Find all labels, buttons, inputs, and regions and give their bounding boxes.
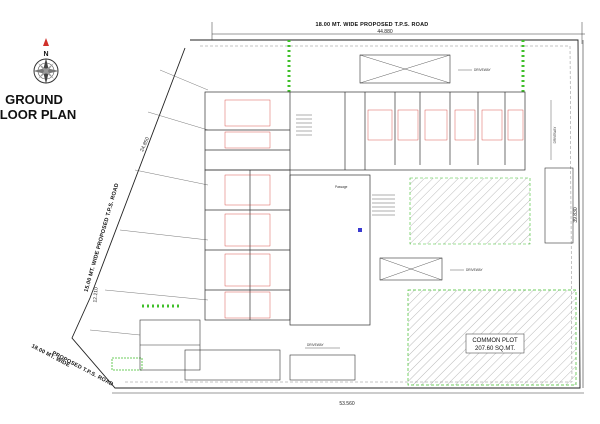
dim-bottom-width: 53.560 xyxy=(339,401,355,407)
driveway-bottom-label: DRIVEWAY xyxy=(307,343,325,347)
driveway-top-label: DRIVEWAY xyxy=(474,68,492,72)
north-arrow-icon xyxy=(33,58,59,84)
driveway-right-label: DRIVEWAY xyxy=(466,268,484,272)
staircase-2 xyxy=(372,194,395,216)
dim-left-lower: 12.210 xyxy=(92,287,99,303)
common-plot-label-1: COMMON PLOT xyxy=(472,338,518,344)
dim-left-diag: 24.850 xyxy=(139,136,151,153)
green-patch-left xyxy=(111,357,143,371)
passage-label: Passage xyxy=(335,185,348,189)
north-label: N xyxy=(43,51,48,58)
plot-boundary xyxy=(71,39,581,389)
plan-title-line2: FLOOR PLAN xyxy=(0,107,76,122)
staircase-1 xyxy=(296,114,312,136)
room-outlines-red xyxy=(224,99,524,319)
common-plot-label-2: 207.60 SQ.MT. xyxy=(475,346,515,352)
driveway-vertical-label: DRIVEWAY xyxy=(553,126,557,144)
building-block xyxy=(204,91,526,326)
parking-area-hatched xyxy=(409,177,531,245)
road-bottom-left-label-2: PROPOSED T.P.S. ROAD xyxy=(51,350,114,387)
north-pointer-icon xyxy=(43,38,49,46)
dim-right-height: 39.830 xyxy=(573,207,579,223)
bottom-structures xyxy=(139,319,356,381)
plan-title-line1: GROUND xyxy=(5,92,63,107)
road-left-label: 15.00 MT. WIDE PROPOSED T.P.S. ROAD xyxy=(84,183,121,293)
dim-top-width: 44.880 xyxy=(377,29,393,35)
road-top-label: 18.00 MT. WIDE PROPOSED T.P.S. ROAD xyxy=(316,22,429,28)
common-plot-label-box xyxy=(465,333,525,354)
parking-box-right xyxy=(379,257,443,281)
parking-box-top-1 xyxy=(359,54,451,84)
